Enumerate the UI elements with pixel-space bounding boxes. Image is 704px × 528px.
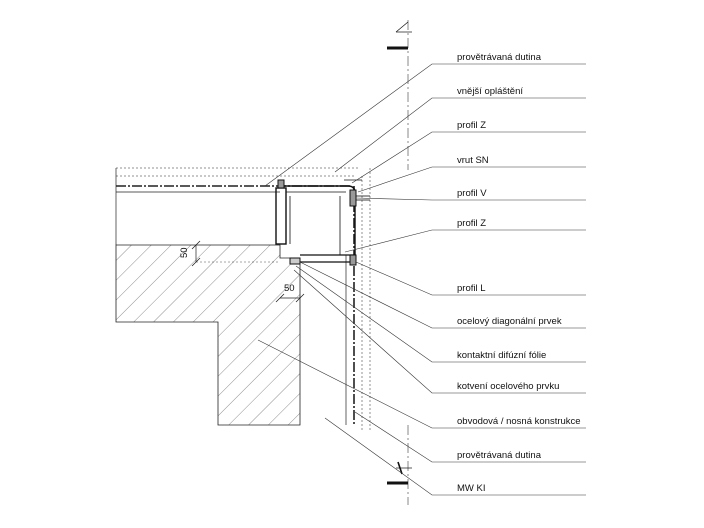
dimension-vertical: [191, 240, 280, 267]
label-outer-cladding: vnější opláštění: [457, 86, 523, 97]
section-mark-bottom: [387, 425, 412, 505]
label-profile-z-top: profil Z: [457, 120, 486, 131]
label-steel-diagonal: ocelový diagonální prvek: [457, 316, 562, 327]
label-ventilated-cavity-top: provětrávaná dutina: [457, 52, 542, 63]
dimension-horizontal-text: 50: [284, 283, 295, 294]
leader-lines: [257, 63, 586, 496]
label-diffusion-foil: kontaktní difúzní fólie: [457, 350, 546, 361]
label-bearing-structure: obvodová / nosná konstrukce: [457, 416, 581, 427]
label-ventilated-cavity-bottom: provětrávaná dutina: [457, 450, 542, 461]
dimension-vertical-text: 50: [179, 247, 190, 258]
label-steel-anchoring: kotvení ocelového prvku: [457, 381, 559, 392]
label-profile-v: profil V: [457, 188, 487, 199]
corner-profiles: [275, 179, 370, 266]
dimension-horizontal: [275, 293, 305, 303]
label-mineral-wool: MW KI: [457, 483, 486, 494]
facade-layers: [345, 168, 371, 430]
label-profile-z-bottom: profil Z: [457, 218, 486, 229]
label-screw-sn: vrut SN: [457, 155, 489, 166]
soffit-layers: [115, 167, 360, 245]
section-mark-top: [387, 20, 412, 170]
label-profile-l: profil L: [457, 283, 486, 294]
load-bearing-wall: [115, 244, 301, 426]
